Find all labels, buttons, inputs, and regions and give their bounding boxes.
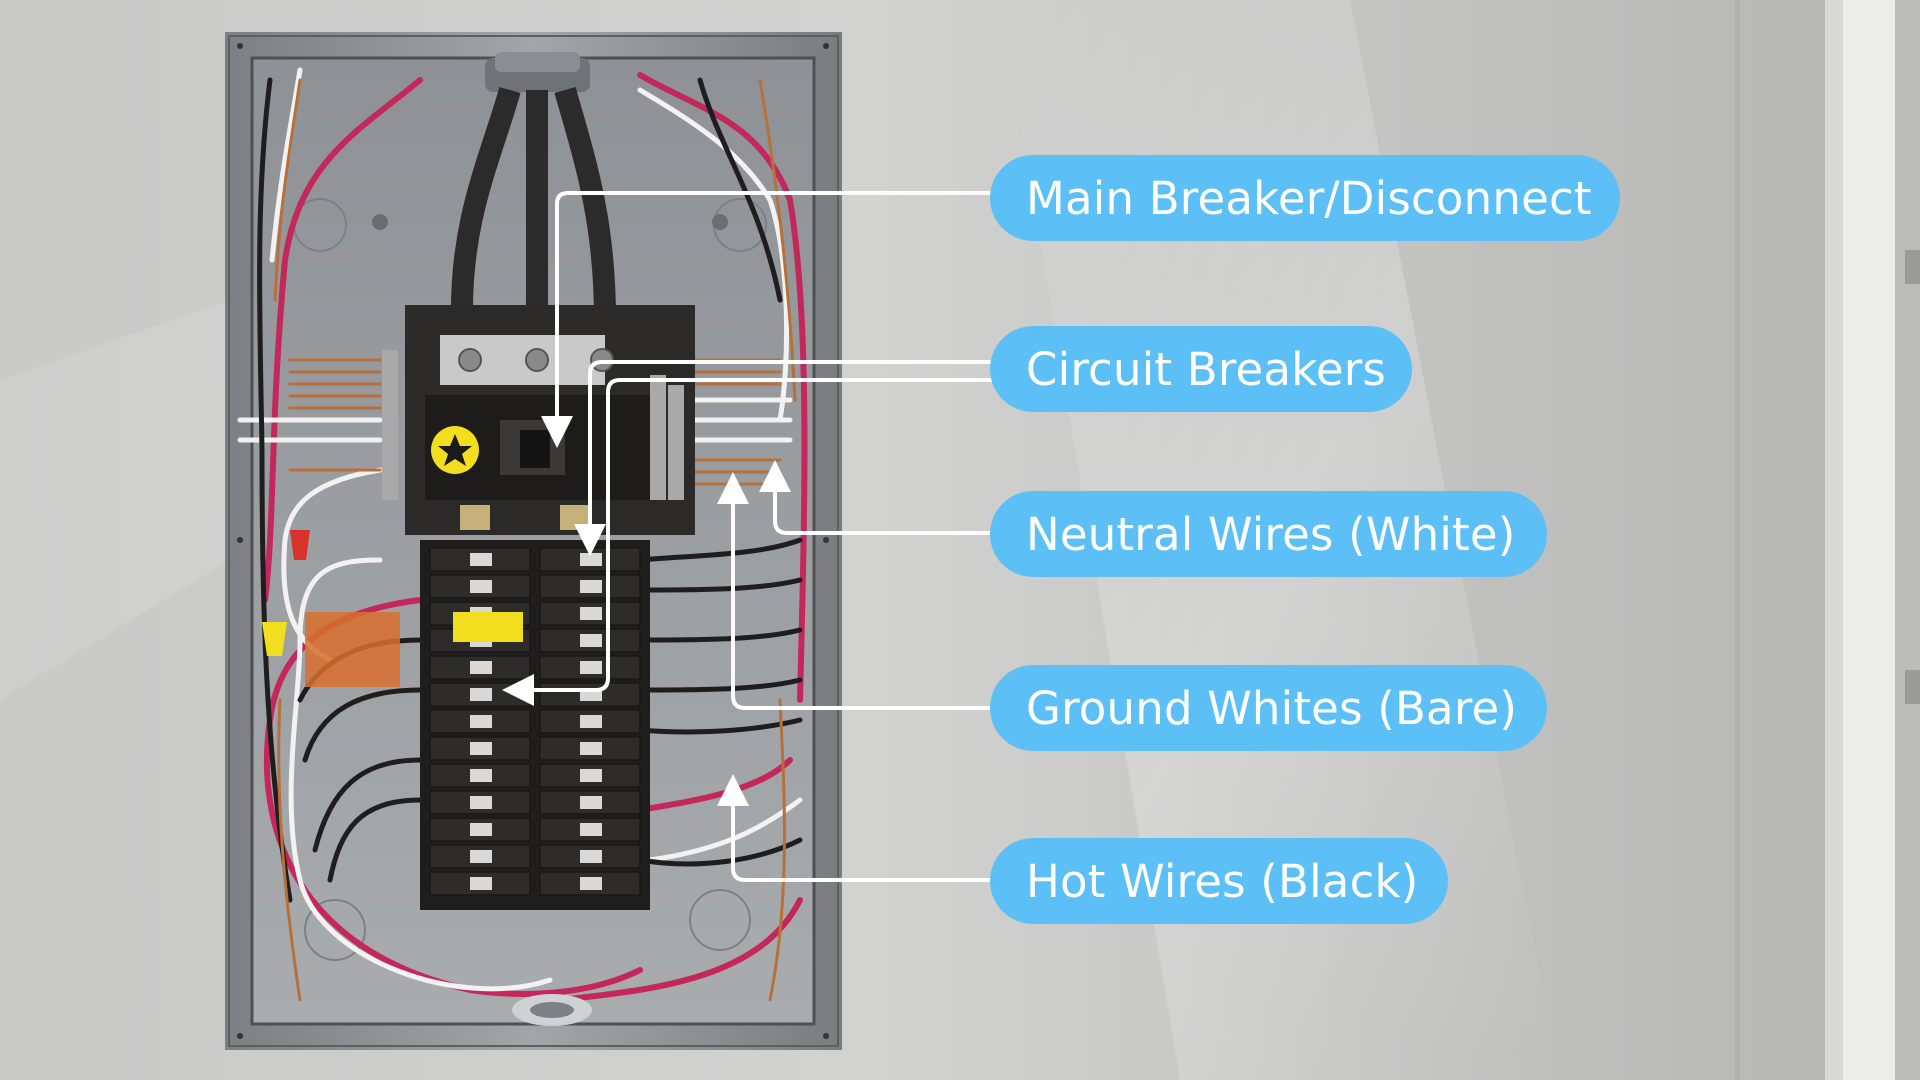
breaker-label-plate: [580, 877, 602, 890]
callout-hot-wires: Hot Wires (Black): [990, 838, 1448, 924]
leader-arrow-icon: [717, 472, 995, 710]
breaker-label-plate: [580, 607, 602, 620]
bus-bars: [382, 350, 684, 500]
leader-arrow-icon: [574, 360, 995, 556]
copper-wires: [273, 78, 797, 1002]
callout-circuit-breakers: Circuit Breakers: [990, 326, 1412, 412]
leader-arrow-icon: [502, 378, 995, 706]
circuit-breaker-stack: [420, 540, 650, 910]
callout-main-breaker-label: Main Breaker/Disconnect: [1026, 171, 1592, 225]
leader-arrow-icon: [759, 460, 995, 535]
callout-circuit-breakers-label: Circuit Breakers: [1026, 342, 1387, 396]
breaker-label-plate: [470, 877, 492, 890]
white-wires: [237, 67, 803, 992]
breaker-label-plate: [470, 823, 492, 836]
leader-lines: [502, 191, 995, 882]
light-beam-left: [0, 300, 230, 700]
window-frame: [1735, 0, 1920, 1080]
breaker-label-plate: [580, 823, 602, 836]
breaker-label-plate: [470, 661, 492, 674]
breaker-label-plate: [470, 742, 492, 755]
breaker-label-plate: [470, 796, 492, 809]
breaker-label-plate: [470, 580, 492, 593]
breaker-label-plate: [580, 715, 602, 728]
breaker-label-plate: [470, 850, 492, 863]
breaker-label-plate: [580, 796, 602, 809]
callout-ground-wires: Ground Whites (Bare): [990, 665, 1547, 751]
breaker-label-plate: [580, 580, 602, 593]
callout-neutral-wires-label: Neutral Wires (White): [1026, 507, 1516, 561]
bottom-conduit: [512, 994, 592, 1026]
breaker-label-plate: [470, 553, 492, 566]
breaker-label-plate: [470, 688, 492, 701]
leader-arrow-icon: [717, 774, 995, 882]
breaker-label-plate: [580, 850, 602, 863]
callout-neutral-wires: Neutral Wires (White): [990, 491, 1547, 577]
callout-ground-wires-label: Ground Whites (Bare): [1026, 681, 1518, 735]
leader-arrow-icon: [541, 191, 995, 448]
black-wires: [257, 77, 803, 903]
breaker-label-plate: [580, 553, 602, 566]
breaker-label-plate: [470, 715, 492, 728]
breaker-label-plate: [580, 661, 602, 674]
callout-main-breaker: Main Breaker/Disconnect: [990, 155, 1620, 241]
breaker-label-plate: [580, 769, 602, 782]
breaker-label-plate: [470, 769, 492, 782]
breaker-label-plate: [580, 634, 602, 647]
callout-hot-wires-label: Hot Wires (Black): [1026, 854, 1419, 908]
wire-nuts: [262, 530, 400, 687]
breaker-label-plate: [580, 742, 602, 755]
